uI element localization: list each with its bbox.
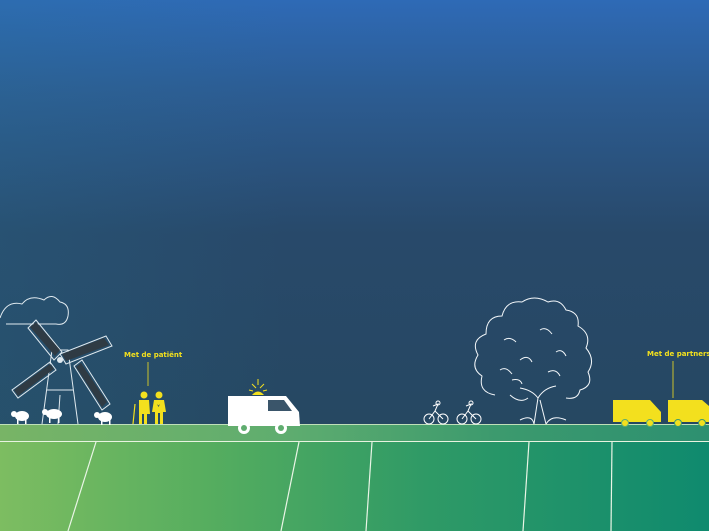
road [0, 425, 709, 441]
field-top-line [0, 441, 709, 442]
sky [0, 0, 709, 425]
callout-patient-label: Met de patiënt [124, 351, 183, 359]
callout-partners-label: Met de partners [647, 350, 709, 358]
road-edge [0, 424, 709, 425]
sky-tint [0, 0, 709, 425]
field [0, 441, 709, 531]
